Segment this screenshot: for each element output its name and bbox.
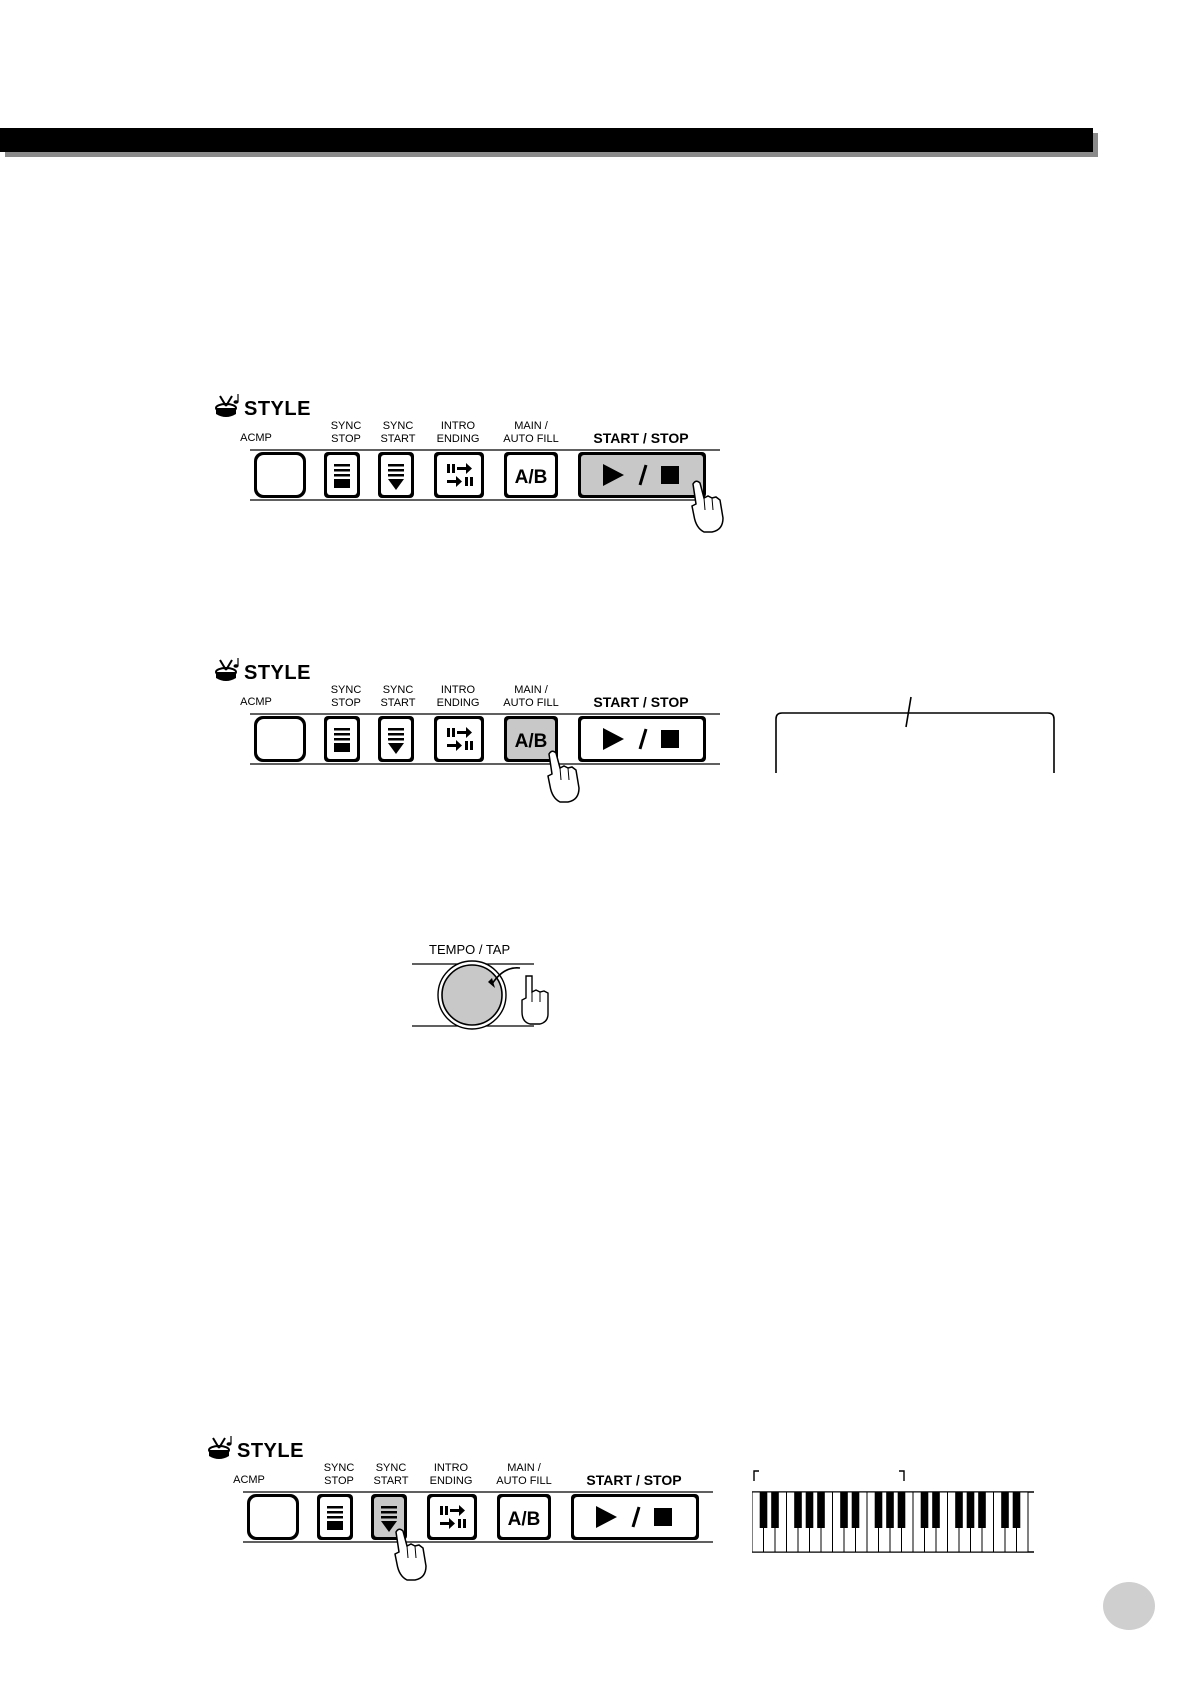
- black-key: [966, 1492, 975, 1528]
- pointing-hand-icon: [394, 1528, 427, 1581]
- black-key: [874, 1492, 883, 1528]
- acmp-label: ACMP: [240, 696, 272, 708]
- display-bracket: [775, 696, 1055, 773]
- ab-label: A/B: [515, 731, 548, 752]
- sync-start-icon: [388, 728, 404, 754]
- split-bracket-right: [899, 1470, 905, 1481]
- black-key: [759, 1492, 768, 1528]
- sync-start-label: SYNC START: [380, 420, 416, 445]
- intro-ending-button[interactable]: [434, 452, 484, 498]
- keyboard-diagram: [752, 1470, 1034, 1553]
- sync-stop-button[interactable]: [324, 452, 360, 498]
- ab-label: A/B: [508, 1509, 541, 1530]
- tempo-tap-control: TEMPO / TAP: [412, 938, 592, 1058]
- main-auto-fill-button[interactable]: A/B: [504, 716, 558, 762]
- main-auto-fill-button[interactable]: A/B: [497, 1494, 551, 1540]
- sync-start-button[interactable]: [378, 716, 414, 762]
- sync-stop-label: SYNC STOP: [330, 684, 362, 709]
- start-stop-button[interactable]: [578, 452, 706, 498]
- acmp-label: ACMP: [233, 1474, 265, 1486]
- intro-ending-icon: [440, 1505, 466, 1529]
- intro-ending-icon: [447, 463, 473, 487]
- ab-label: A/B: [515, 467, 548, 488]
- tempo-dial[interactable]: [441, 964, 503, 1026]
- sync-start-button[interactable]: [378, 452, 414, 498]
- pointing-hand-icon: [691, 480, 724, 533]
- black-key: [794, 1492, 802, 1528]
- sync-stop-button[interactable]: [324, 716, 360, 762]
- style-title: STYLE: [237, 1440, 304, 1462]
- split-bracket-left: [753, 1470, 759, 1481]
- play-stop-icon: [603, 728, 679, 750]
- black-key: [886, 1492, 894, 1528]
- sync-start-label: SYNC START: [380, 684, 416, 709]
- sync-stop-button[interactable]: [317, 1494, 353, 1540]
- style-panel-start-stop: STYLE ACMP SYNC STOP SYNC START INTRO ENDING…: [214, 394, 724, 548]
- sync-stop-icon: [334, 464, 350, 488]
- acmp-button[interactable]: [254, 452, 306, 498]
- header-bar: [0, 128, 1093, 152]
- acmp-button[interactable]: [247, 1494, 299, 1540]
- style-panel-sync-start: STYLE ACMP SYNC STOP SYNC START INTRO ENDING…: [207, 1436, 713, 1590]
- drum-icon: [208, 1436, 232, 1459]
- acmp-button[interactable]: [254, 716, 306, 762]
- main-auto-fill-label: MAIN / AUTO FILL: [503, 684, 559, 709]
- black-key: [978, 1492, 986, 1528]
- black-key: [817, 1492, 825, 1528]
- black-key: [805, 1492, 814, 1528]
- drum-icon: [215, 394, 239, 417]
- style-title: STYLE: [244, 398, 311, 420]
- sync-start-label: SYNC START: [373, 1462, 409, 1487]
- start-stop-button[interactable]: [571, 1494, 699, 1540]
- sync-start-icon: [381, 1506, 397, 1532]
- intro-ending-label: INTRO ENDING: [429, 1462, 473, 1487]
- black-key: [771, 1492, 779, 1528]
- sync-start-button[interactable]: [371, 1494, 407, 1540]
- sync-stop-label: SYNC STOP: [330, 420, 362, 445]
- black-key: [840, 1492, 848, 1528]
- sync-stop-icon: [327, 1506, 343, 1530]
- page-number-badge: [1103, 1582, 1155, 1630]
- sync-stop-icon: [334, 728, 350, 752]
- sync-stop-label: SYNC STOP: [323, 1462, 355, 1487]
- black-key: [1012, 1492, 1021, 1528]
- pointing-hand-icon: [547, 750, 580, 803]
- pointing-hand-icon: [521, 975, 549, 1025]
- black-key: [897, 1492, 906, 1528]
- acmp-label: ACMP: [240, 432, 272, 444]
- play-stop-icon: [596, 1506, 672, 1528]
- tempo-tap-label: TEMPO / TAP: [429, 942, 511, 957]
- style-panel-main-auto-fill: STYLE ACMP SYNC STOP SYNC START INTRO ENDING…: [214, 658, 720, 812]
- black-key: [955, 1492, 963, 1528]
- drum-icon: [215, 658, 239, 681]
- main-auto-fill-label: MAIN / AUTO FILL: [503, 420, 559, 445]
- black-key: [920, 1492, 929, 1528]
- intro-ending-button[interactable]: [434, 716, 484, 762]
- start-stop-label: START / STOP: [586, 1472, 682, 1488]
- intro-ending-label: INTRO ENDING: [436, 684, 480, 709]
- intro-ending-icon: [447, 727, 473, 751]
- play-stop-icon: [603, 464, 679, 486]
- style-title: STYLE: [244, 662, 311, 684]
- start-stop-label: START / STOP: [593, 694, 689, 710]
- start-stop-label: START / STOP: [593, 430, 689, 446]
- intro-ending-button[interactable]: [427, 1494, 477, 1540]
- sync-start-icon: [388, 464, 404, 490]
- main-auto-fill-label: MAIN / AUTO FILL: [496, 1462, 552, 1487]
- black-key: [932, 1492, 940, 1528]
- main-auto-fill-button[interactable]: A/B: [504, 452, 558, 498]
- black-key: [851, 1492, 860, 1528]
- black-key: [1001, 1492, 1009, 1528]
- intro-ending-label: INTRO ENDING: [436, 420, 480, 445]
- start-stop-button[interactable]: [578, 716, 706, 762]
